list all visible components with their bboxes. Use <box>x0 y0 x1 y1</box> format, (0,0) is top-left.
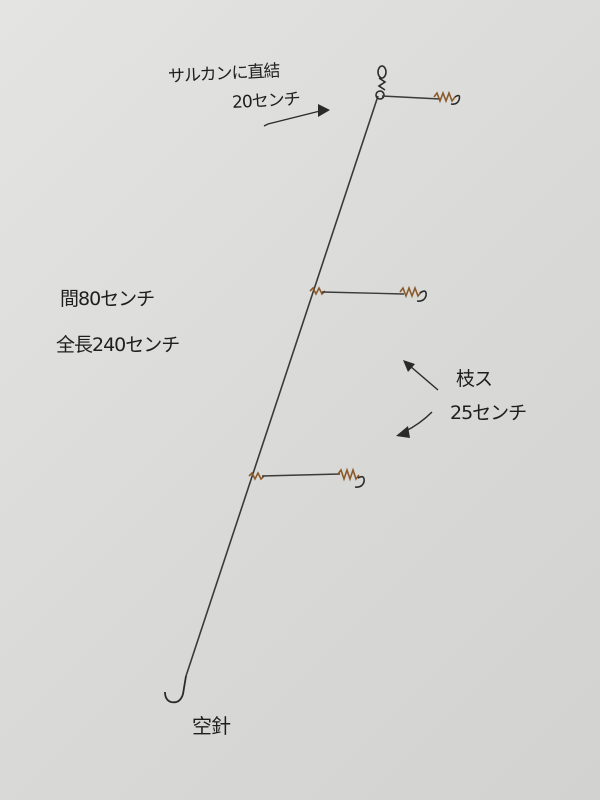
swivel-length-note: 20センチ <box>231 89 301 113</box>
branch-line-1 <box>381 90 461 105</box>
branch-label-note: 枝ス <box>456 368 493 390</box>
branch-line-2 <box>309 285 427 302</box>
main-line <box>185 95 379 677</box>
branch-line-3 <box>248 467 365 488</box>
branch-length-note: 25センチ <box>450 402 527 424</box>
hook-note: 空針 <box>192 714 231 738</box>
arrow-icon <box>403 360 439 391</box>
swivel-icon <box>375 65 387 100</box>
arrow-icon <box>263 104 330 127</box>
total-length-note: 全長240センチ <box>56 334 180 356</box>
spacing-note: 間80センチ <box>60 288 155 310</box>
arrow-icon <box>396 411 433 438</box>
hook-icon <box>164 675 187 704</box>
